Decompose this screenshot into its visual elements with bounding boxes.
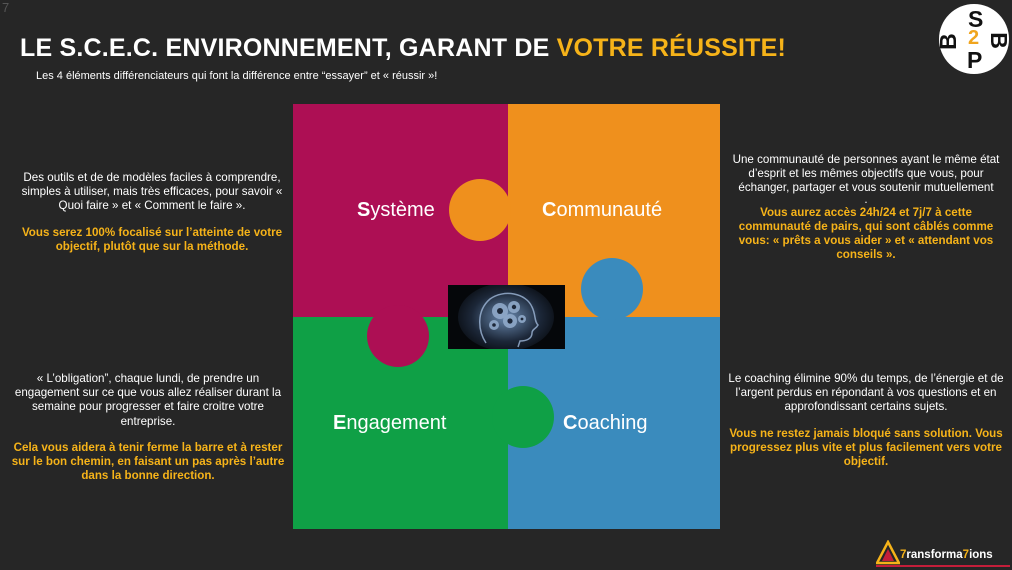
logo-digit-2: 2 xyxy=(968,27,980,49)
brand-underline xyxy=(876,565,1010,567)
puzzle-knob-engagement xyxy=(492,386,554,448)
description-communaute: Une communauté de personnes ayant le mêm… xyxy=(726,153,1006,262)
page-title: LE S.C.E.C. ENVIRONNEMENT, GARANT DE VOT… xyxy=(20,34,786,63)
title-main: LE S.C.E.C. ENVIRONNEMENT, GARANT DE xyxy=(20,34,557,62)
transformations-logo-icon xyxy=(876,540,900,565)
description-dot: . xyxy=(864,192,868,206)
description-systeme: Des outils et de de modèles faciles à co… xyxy=(10,171,294,254)
puzzle-knob-communaute xyxy=(449,179,511,241)
description-engagement: « L’obligation”, chaque lundi, de prendr… xyxy=(6,372,290,483)
label-coaching: Coaching xyxy=(563,412,648,434)
description-highlight: Vous aurez accès 24h/24 et 7j/7 à cette … xyxy=(738,205,994,262)
label-systeme: Système xyxy=(357,199,435,221)
puzzle-knob-systeme xyxy=(367,305,429,367)
subtitle: Les 4 éléments différenciateurs qui font… xyxy=(36,70,438,82)
description-highlight: Vous ne restez jamais bloqué sans soluti… xyxy=(729,426,1003,469)
brain-gears-icon xyxy=(448,285,565,349)
puzzle-knob-coaching xyxy=(581,258,643,320)
slide-number: 7 xyxy=(2,0,10,15)
description-highlight: Vous serez 100% focalisé sur l’atteinte … xyxy=(21,225,283,253)
description-text: « L’obligation”, chaque lundi, de prendr… xyxy=(14,372,282,428)
sbbp-logo: S B 2 B P xyxy=(935,4,1012,74)
description-text: Le coaching élimine 90% du temps, de l’é… xyxy=(728,372,1004,414)
title-accent: VOTRE RÉUSSITE! xyxy=(556,34,787,62)
brand-name: 7ransforma7ions xyxy=(900,549,993,561)
label-engagement: Engagement xyxy=(333,412,447,434)
description-coaching: Le coaching élimine 90% du temps, de l’é… xyxy=(726,372,1006,469)
description-highlight: Cela vous aidera à tenir ferme la barre … xyxy=(11,440,285,483)
label-communaute: Communauté xyxy=(542,199,663,221)
description-text: Une communauté de personnes ayant le mêm… xyxy=(732,153,1000,195)
description-text: Des outils et de de modèles faciles à co… xyxy=(21,171,283,213)
logo-letter-p: P xyxy=(967,47,983,73)
logo-letter-s: S xyxy=(968,6,984,32)
